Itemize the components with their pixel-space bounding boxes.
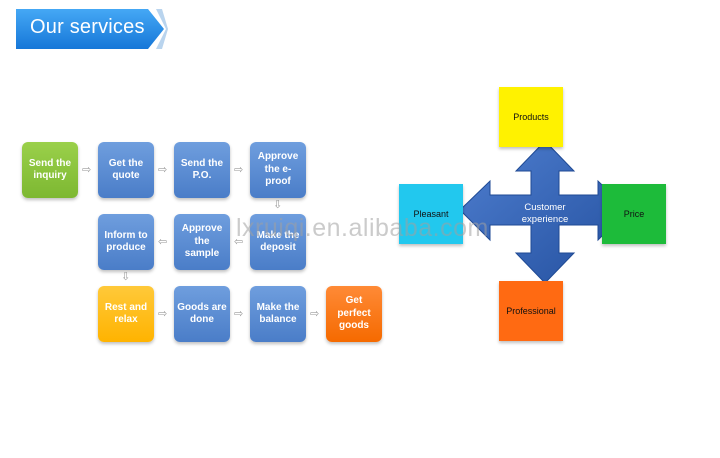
center-label: Customer experience [521, 202, 569, 225]
step-send-po: Send the P.O. [174, 142, 230, 198]
pleasant-box: Pleasant [399, 184, 463, 244]
banner-title: Our services [30, 16, 145, 38]
arrow-right-icon: ⇨ [234, 164, 244, 176]
step-make-balance: Make the balance [250, 286, 306, 342]
price-box: Price [602, 184, 666, 244]
arrow-down-icon: ⇩ [273, 199, 283, 211]
step-rest-relax: Rest and relax [98, 286, 154, 342]
products-box: Products [499, 87, 563, 147]
watermark: lxruiqi.en.alibaba.com [236, 214, 489, 242]
step-send-inquiry: Send the inquiry [22, 142, 78, 198]
arrow-left-icon: ⇦ [158, 236, 168, 248]
arrow-right-icon: ⇨ [82, 164, 92, 176]
step-get-quote: Get the quote [98, 142, 154, 198]
step-goods-done: Goods are done [174, 286, 230, 342]
services-banner: Our services [16, 9, 168, 49]
customer-experience-diagram: Customer experience Products Pleasant Pr… [392, 85, 690, 347]
step-get-goods: Get perfect goods [326, 286, 382, 342]
step-make-deposit: Make the deposit [250, 214, 306, 270]
arrow-down-icon: ⇩ [121, 271, 131, 283]
step-inform-produce: Inform to produce [98, 214, 154, 270]
arrow-right-icon: ⇨ [310, 308, 320, 320]
arrow-right-icon: ⇨ [234, 308, 244, 320]
step-approve-eproof: Approve the e-proof [250, 142, 306, 198]
arrow-right-icon: ⇨ [158, 308, 168, 320]
professional-box: Professional [499, 281, 563, 341]
arrow-right-icon: ⇨ [158, 164, 168, 176]
arrow-left-icon: ⇦ [234, 236, 244, 248]
banner-shape [16, 9, 168, 49]
step-approve-sample: Approve the sample [174, 214, 230, 270]
